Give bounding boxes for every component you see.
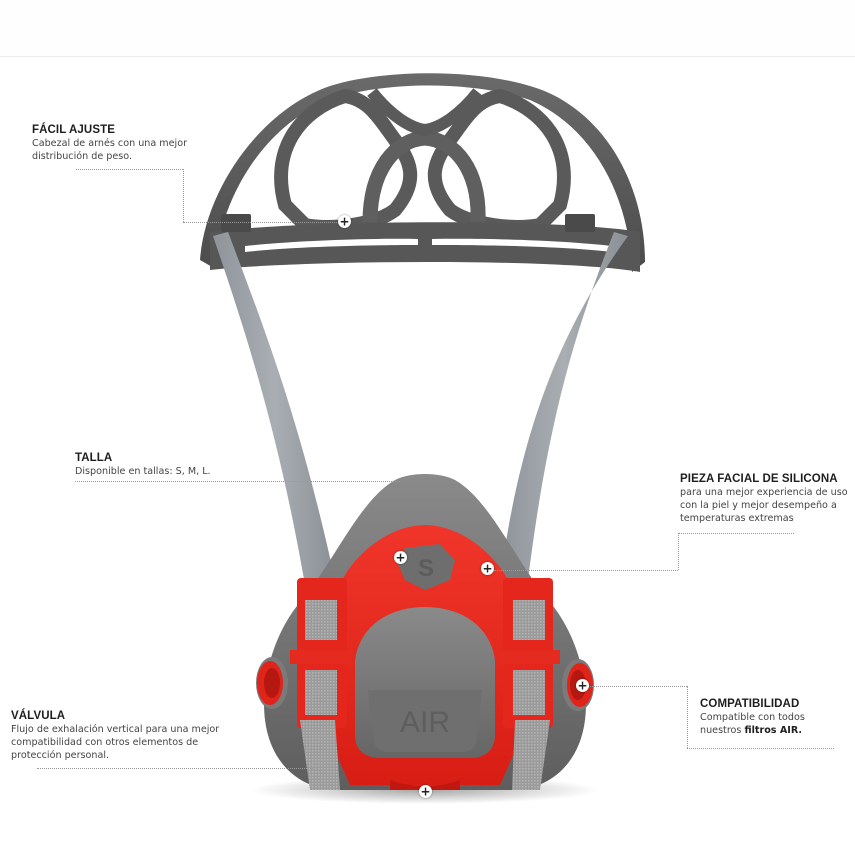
leader-pieza-h2 <box>494 570 678 571</box>
callout-title: FÁCIL AJUSTE <box>32 124 115 136</box>
leader-facil-ajuste-v <box>183 169 184 222</box>
leader-pieza-v <box>678 533 679 570</box>
plus-icon: + <box>482 561 493 575</box>
leader-facil-ajuste-h2 <box>183 222 339 223</box>
callout-desc-line: Cabezal de arnés con una mejor <box>32 138 188 149</box>
callout-desc-prefix: nuestros <box>700 725 745 736</box>
callout-desc-line: distribución de peso. <box>32 151 133 162</box>
leader-compat-h2 <box>687 748 834 749</box>
facepiece: S AIR <box>256 474 594 790</box>
leader-valvula <box>37 768 317 769</box>
callout-compatibilidad: COMPATIBILIDAD Compatible con todos nues… <box>700 697 805 737</box>
callout-desc-line: Disponible en tallas: S, M, L. <box>75 466 211 477</box>
plus-icon: + <box>420 784 431 798</box>
callout-talla: TALLA Disponible en tallas: S, M, L. <box>75 451 211 478</box>
callout-desc-bold: filtros AIR. <box>744 725 803 736</box>
callout-desc-line: Compatible con todos <box>700 712 805 723</box>
leader-pieza-h1 <box>678 533 794 534</box>
callout-desc-line: para una mejor experiencia de uso <box>680 487 848 498</box>
leader-compat-v <box>687 686 688 748</box>
hotspot-facepiece[interactable]: + <box>481 562 494 575</box>
air-logo: AIR <box>400 706 450 739</box>
callout-pieza-facial: PIEZA FACIAL DE SILICONA para una mejor … <box>680 472 848 525</box>
head-harness <box>200 73 645 273</box>
callout-desc-line: compatibilidad con otros elementos de <box>11 737 199 748</box>
callout-desc-line: Flujo de exhalación vertical para una me… <box>11 724 220 735</box>
plus-icon: + <box>577 678 588 692</box>
head-straps <box>213 232 628 585</box>
hotspot-size[interactable]: + <box>394 551 407 564</box>
plus-icon: + <box>339 214 350 228</box>
callout-title: COMPATIBILIDAD <box>700 698 800 710</box>
callout-desc-line: nuestros filtros AIR. <box>700 724 805 737</box>
plus-icon: + <box>395 550 406 564</box>
leader-compat-h1 <box>586 686 687 687</box>
top-band <box>0 0 855 57</box>
size-badge-glyph: S <box>418 555 434 582</box>
callout-title: VÁLVULA <box>11 710 66 722</box>
hotspot-filter-port[interactable]: + <box>576 679 589 692</box>
callout-valvula: VÁLVULA Flujo de exhalación vertical par… <box>11 709 219 762</box>
callout-desc-line: protección personal. <box>11 750 110 761</box>
callout-desc-line: con la piel y mejor desempeño a <box>680 500 837 511</box>
leader-talla <box>75 481 400 482</box>
callout-title: PIEZA FACIAL DE SILICONA <box>680 473 838 485</box>
callout-facil-ajuste: FÁCIL AJUSTE Cabezal de arnés con una me… <box>32 123 187 163</box>
leader-facil-ajuste-h1 <box>76 169 183 170</box>
hotspot-valve[interactable]: + <box>419 785 432 798</box>
hotspot-harness[interactable]: + <box>338 215 351 228</box>
callout-desc-line: temperaturas extremas <box>680 513 794 524</box>
callout-title: TALLA <box>75 452 113 464</box>
